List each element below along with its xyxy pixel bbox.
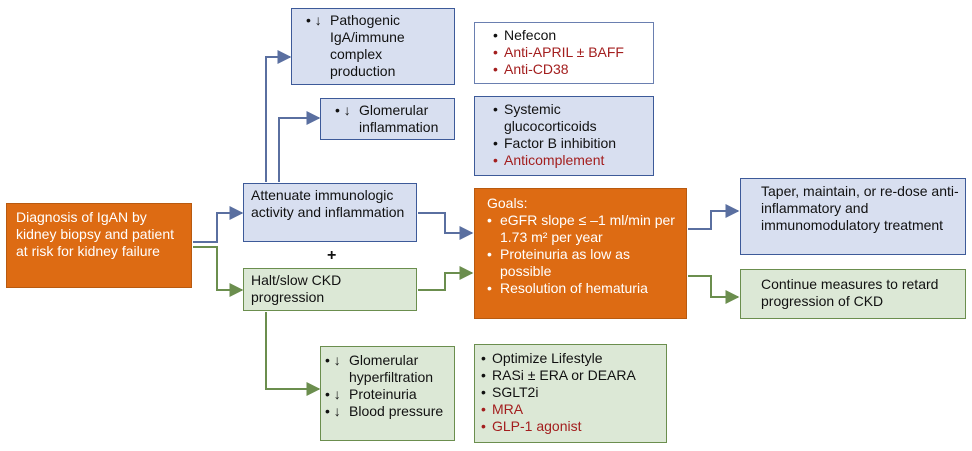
arrow-attenuate-to-goals [418,212,474,240]
halt-ckd-box: Halt/slow CKD progression [243,268,417,311]
ckd-target-item: Glomerular hyperfiltration [325,352,450,386]
therapy-item: Anti-CD38 [493,61,647,78]
arrow-diagnosis-to-halt [193,246,244,297]
taper-box: Taper, maintain, or re-dose anti-inflamm… [740,178,966,255]
therapy-item: Factor B inhibition [493,135,647,152]
goals-title: Goals: [487,195,528,211]
arrow-goals-to-taper [688,204,740,230]
attenuate-text: Attenuate immunologic activity and infla… [251,187,405,220]
therapy-item: Optimize Lifestyle [481,350,660,367]
ckd-target-item: Proteinuria [325,386,450,403]
therapy-item: GLP-1 agonist [481,418,660,435]
goal-item: eGFR slope ≤ –1 ml/min per 1.73 m² per y… [487,212,678,246]
goal-item: Proteinuria as low as possible [487,246,678,280]
therapy-item: Nefecon [493,27,647,44]
glomerular-inflammation-item: Glomerular inflammation [335,102,448,136]
immuno-therapies-box: NefeconAnti-APRIL ± BAFFAnti-CD38 [474,22,654,84]
arrow-attenuate-to-pathogenic [265,50,292,182]
therapy-item: Anti-APRIL ± BAFF [493,44,647,61]
therapy-item: MRA [481,401,660,418]
therapy-item: Systemic glucocorticoids [493,101,647,135]
glomerular-inflammation-list: Glomerular inflammation [335,102,448,136]
arrow-diagnosis-to-attenuate [193,206,244,243]
arrow-halt-to-ckd-targets [265,312,321,396]
goal-item: Resolution of hematuria [487,280,678,297]
attenuate-box: Attenuate immunologic activity and infla… [243,183,417,242]
taper-text: Taper, maintain, or re-dose anti-inflamm… [761,183,959,233]
plus-sign: + [327,247,337,264]
continue-text: Continue measures to retard progression … [761,276,939,309]
goals-box: Goals: eGFR slope ≤ –1 ml/min per 1.73 m… [474,188,687,319]
therapy-item: RASi ± ERA or DEARA [481,367,660,384]
arrow-goals-to-continue [688,275,740,304]
immuno-therapies-list: NefeconAnti-APRIL ± BAFFAnti-CD38 [493,27,647,78]
pathogenic-item: Pathogenic IgA/immune complex production [306,12,448,80]
goals-list: eGFR slope ≤ –1 ml/min per 1.73 m² per y… [487,212,678,297]
arrow-attenuate-to-glomerular-inflammation [278,111,321,182]
inflammation-therapies-box: Systemic glucocorticoidsFactor B inhibit… [474,96,654,176]
ckd-therapies-list: Optimize LifestyleRASi ± ERA or DEARASGL… [481,350,660,435]
ckd-targets-box: Glomerular hyperfiltration Proteinuria B… [320,346,455,441]
inflammation-therapies-list: Systemic glucocorticoidsFactor B inhibit… [493,101,647,169]
continue-box: Continue measures to retard progression … [740,269,966,319]
ckd-target-item: Blood pressure [325,403,450,420]
therapy-item: SGLT2i [481,384,660,401]
glomerular-inflammation-box: Glomerular inflammation [320,98,455,140]
diagnosis-text: Diagnosis of IgAN by kidney biopsy and p… [16,209,174,259]
pathogenic-iga-box: Pathogenic IgA/immune complex production [291,8,455,85]
therapy-item: Anticomplement [493,152,647,169]
halt-ckd-text: Halt/slow CKD progression [251,272,342,305]
ckd-targets-list: Glomerular hyperfiltration Proteinuria B… [325,352,450,420]
ckd-therapies-box: Optimize LifestyleRASi ± ERA or DEARASGL… [474,344,667,443]
pathogenic-list: Pathogenic IgA/immune complex production [306,12,448,80]
diagnosis-box: Diagnosis of IgAN by kidney biopsy and p… [6,203,192,288]
arrow-halt-to-goals [418,266,474,291]
